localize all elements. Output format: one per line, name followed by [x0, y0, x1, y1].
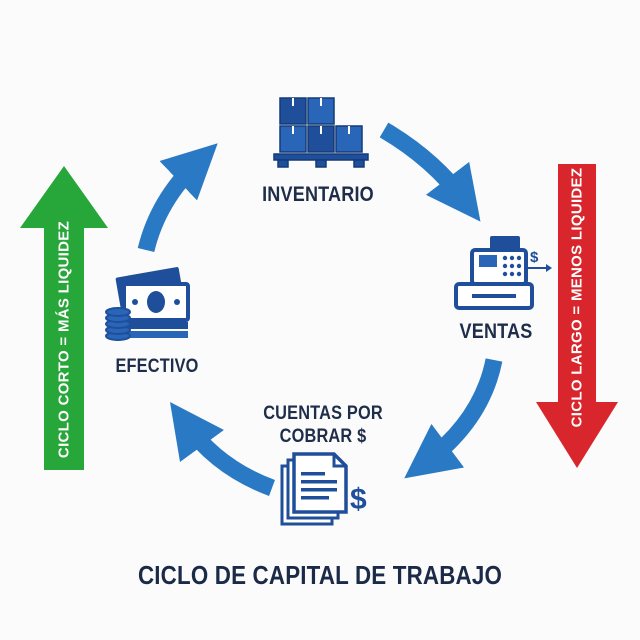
short-cycle-label: CICLO CORTO = MÁS LIQUIDEZ: [55, 220, 73, 459]
ventas-label: VENTAS: [459, 320, 533, 343]
inventario-label: INVENTARIO: [262, 183, 374, 206]
right-liquidity-arrow: [536, 164, 618, 468]
diagram-title: CICLO DE CAPITAL DE TRABAJO: [137, 560, 503, 590]
left-liquidity-arrow: [20, 166, 108, 470]
cash-register-icon: $: [454, 236, 552, 310]
arrow-cuentas-to-efectivo: [169, 402, 276, 496]
arrow-inventario-to-ventas: [379, 122, 481, 222]
arrow-ventas-to-cuentas: [404, 358, 503, 479]
arrow-efectivo-to-inventario: [137, 143, 218, 253]
long-cycle-label: CICLO LARGO = MENOS LIQUIDEZ: [568, 167, 586, 428]
cash-stack-icon: [105, 267, 190, 341]
pallet-boxes-icon: [273, 97, 369, 168]
cuentas-por-cobrar-label: CUENTAS POR COBRAR $: [263, 403, 383, 447]
svg-text:$: $: [350, 483, 367, 516]
invoice-documents-icon: $: [280, 452, 367, 526]
efectivo-label: EFECTIVO: [115, 356, 199, 377]
svg-text:$: $: [530, 249, 539, 266]
